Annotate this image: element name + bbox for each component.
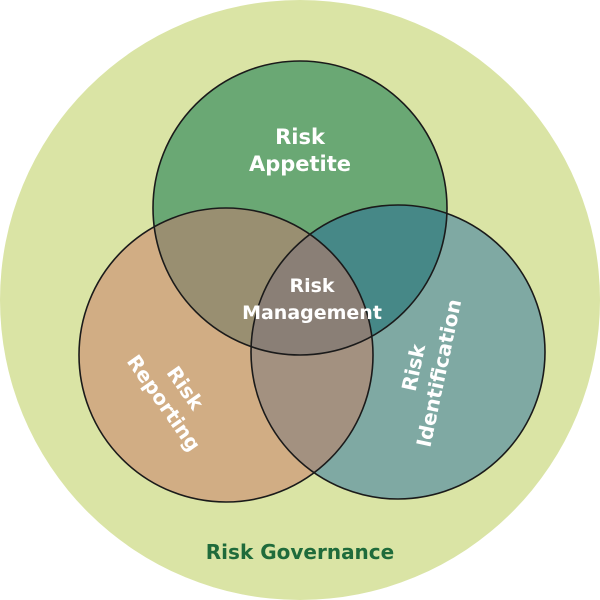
risk-identification-outline: [250, 204, 546, 500]
appetite-label-line2: Appetite: [249, 152, 351, 176]
risk-reporting-outline: [78, 207, 374, 503]
center-overlap: [251, 208, 373, 355]
risk-governance-label: Risk Governance: [206, 540, 394, 564]
risk-appetite-outline: [152, 60, 448, 356]
center-label-line2: Management: [242, 302, 382, 324]
center-label-line1: Risk: [289, 275, 334, 297]
appetite-label-line1: Risk: [275, 125, 326, 149]
